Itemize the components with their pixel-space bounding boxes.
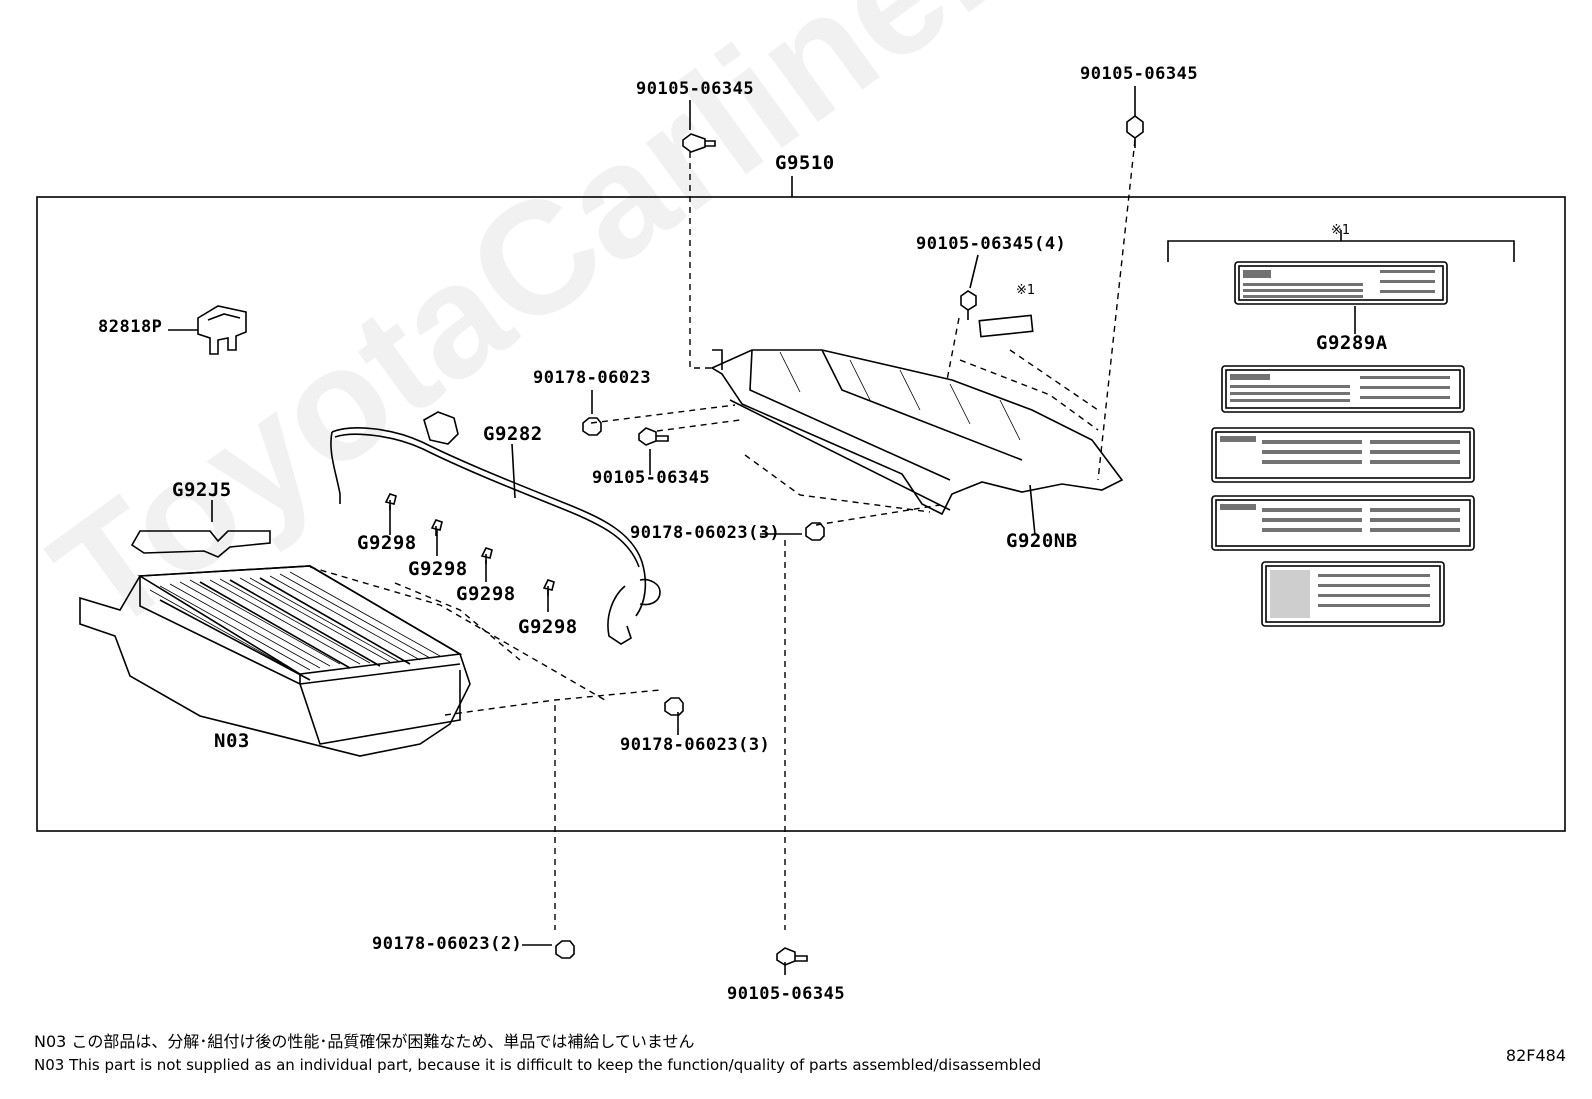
bolt-top-left-icon <box>682 133 716 153</box>
label-set-mark: ※1 <box>1331 223 1351 238</box>
nut-3b-icon <box>664 697 684 716</box>
cover-icon <box>710 349 1124 516</box>
clamp-1-icon <box>384 493 397 510</box>
bolt-top-right-icon <box>1126 115 1144 148</box>
assembly-frame <box>36 196 1566 832</box>
assembly-label: G9510 <box>775 152 835 174</box>
battery-module-icon <box>79 565 471 757</box>
part-label-bolt-top-right: 90105-06345 <box>1080 64 1199 84</box>
figure-code: 82F484 <box>1505 1046 1566 1065</box>
part-label-bolt-top-left: 90105-06345 <box>636 79 755 99</box>
label-set-bracket <box>1167 240 1515 262</box>
clamp-3-icon <box>480 547 493 564</box>
part-label-clamp-1: G9298 <box>357 532 417 554</box>
part-label-clamp-2: G9298 <box>408 558 468 580</box>
label-2-icon <box>1221 365 1465 413</box>
part-label-wire: G9282 <box>483 423 543 445</box>
bolt-mid-icon <box>638 427 669 446</box>
part-label-clamp-3: G9298 <box>456 583 516 605</box>
part-label-nut-3b: 90178-06023(3) <box>620 735 771 755</box>
part-label-pad: G92J5 <box>172 479 232 501</box>
wire-harness-icon <box>330 411 661 645</box>
bolt-bottom-icon <box>776 947 808 966</box>
part-label-nut-1: 90178-06023 <box>533 368 652 388</box>
part-label-bolt-cover: 90105-06345(4) <box>916 234 1067 254</box>
label-1-icon <box>1234 261 1448 305</box>
footnote-en: N03 This part is not supplied as an indi… <box>34 1056 1042 1074</box>
part-label-bolt-bottom: 90105-06345 <box>727 984 846 1004</box>
clamp-4-icon <box>542 579 555 596</box>
nut-3a-icon <box>805 522 825 541</box>
cover-sticker-mark: ※1 <box>1016 283 1036 298</box>
part-label-nut-3a: 90178-06023(3) <box>630 523 781 543</box>
nut-1-icon <box>582 417 602 436</box>
cover-sticker <box>978 314 1034 338</box>
label-5-icon <box>1261 561 1445 627</box>
nut-2-icon <box>555 940 575 959</box>
part-label-clip: 82818P <box>98 317 163 337</box>
label-3-icon <box>1211 427 1475 483</box>
part-label-battery: N03 <box>214 730 250 752</box>
part-label-nut-2: 90178-06023(2) <box>372 934 523 954</box>
pad-icon <box>130 530 271 558</box>
part-label-clamp-4: G9298 <box>518 616 578 638</box>
clip-icon <box>197 305 247 355</box>
part-label-cover: G920NB <box>1006 530 1078 552</box>
clamp-2-icon <box>430 519 443 536</box>
part-label-bolt-mid: 90105-06345 <box>592 468 711 488</box>
bolt-cover-icon <box>960 290 977 320</box>
footnote-jp: N03 この部品は、分解･組付け後の性能･品質確保が困難なため、単品では補給して… <box>34 1032 695 1051</box>
label-4-icon <box>1211 495 1475 551</box>
part-label-label: G9289A <box>1316 332 1388 354</box>
